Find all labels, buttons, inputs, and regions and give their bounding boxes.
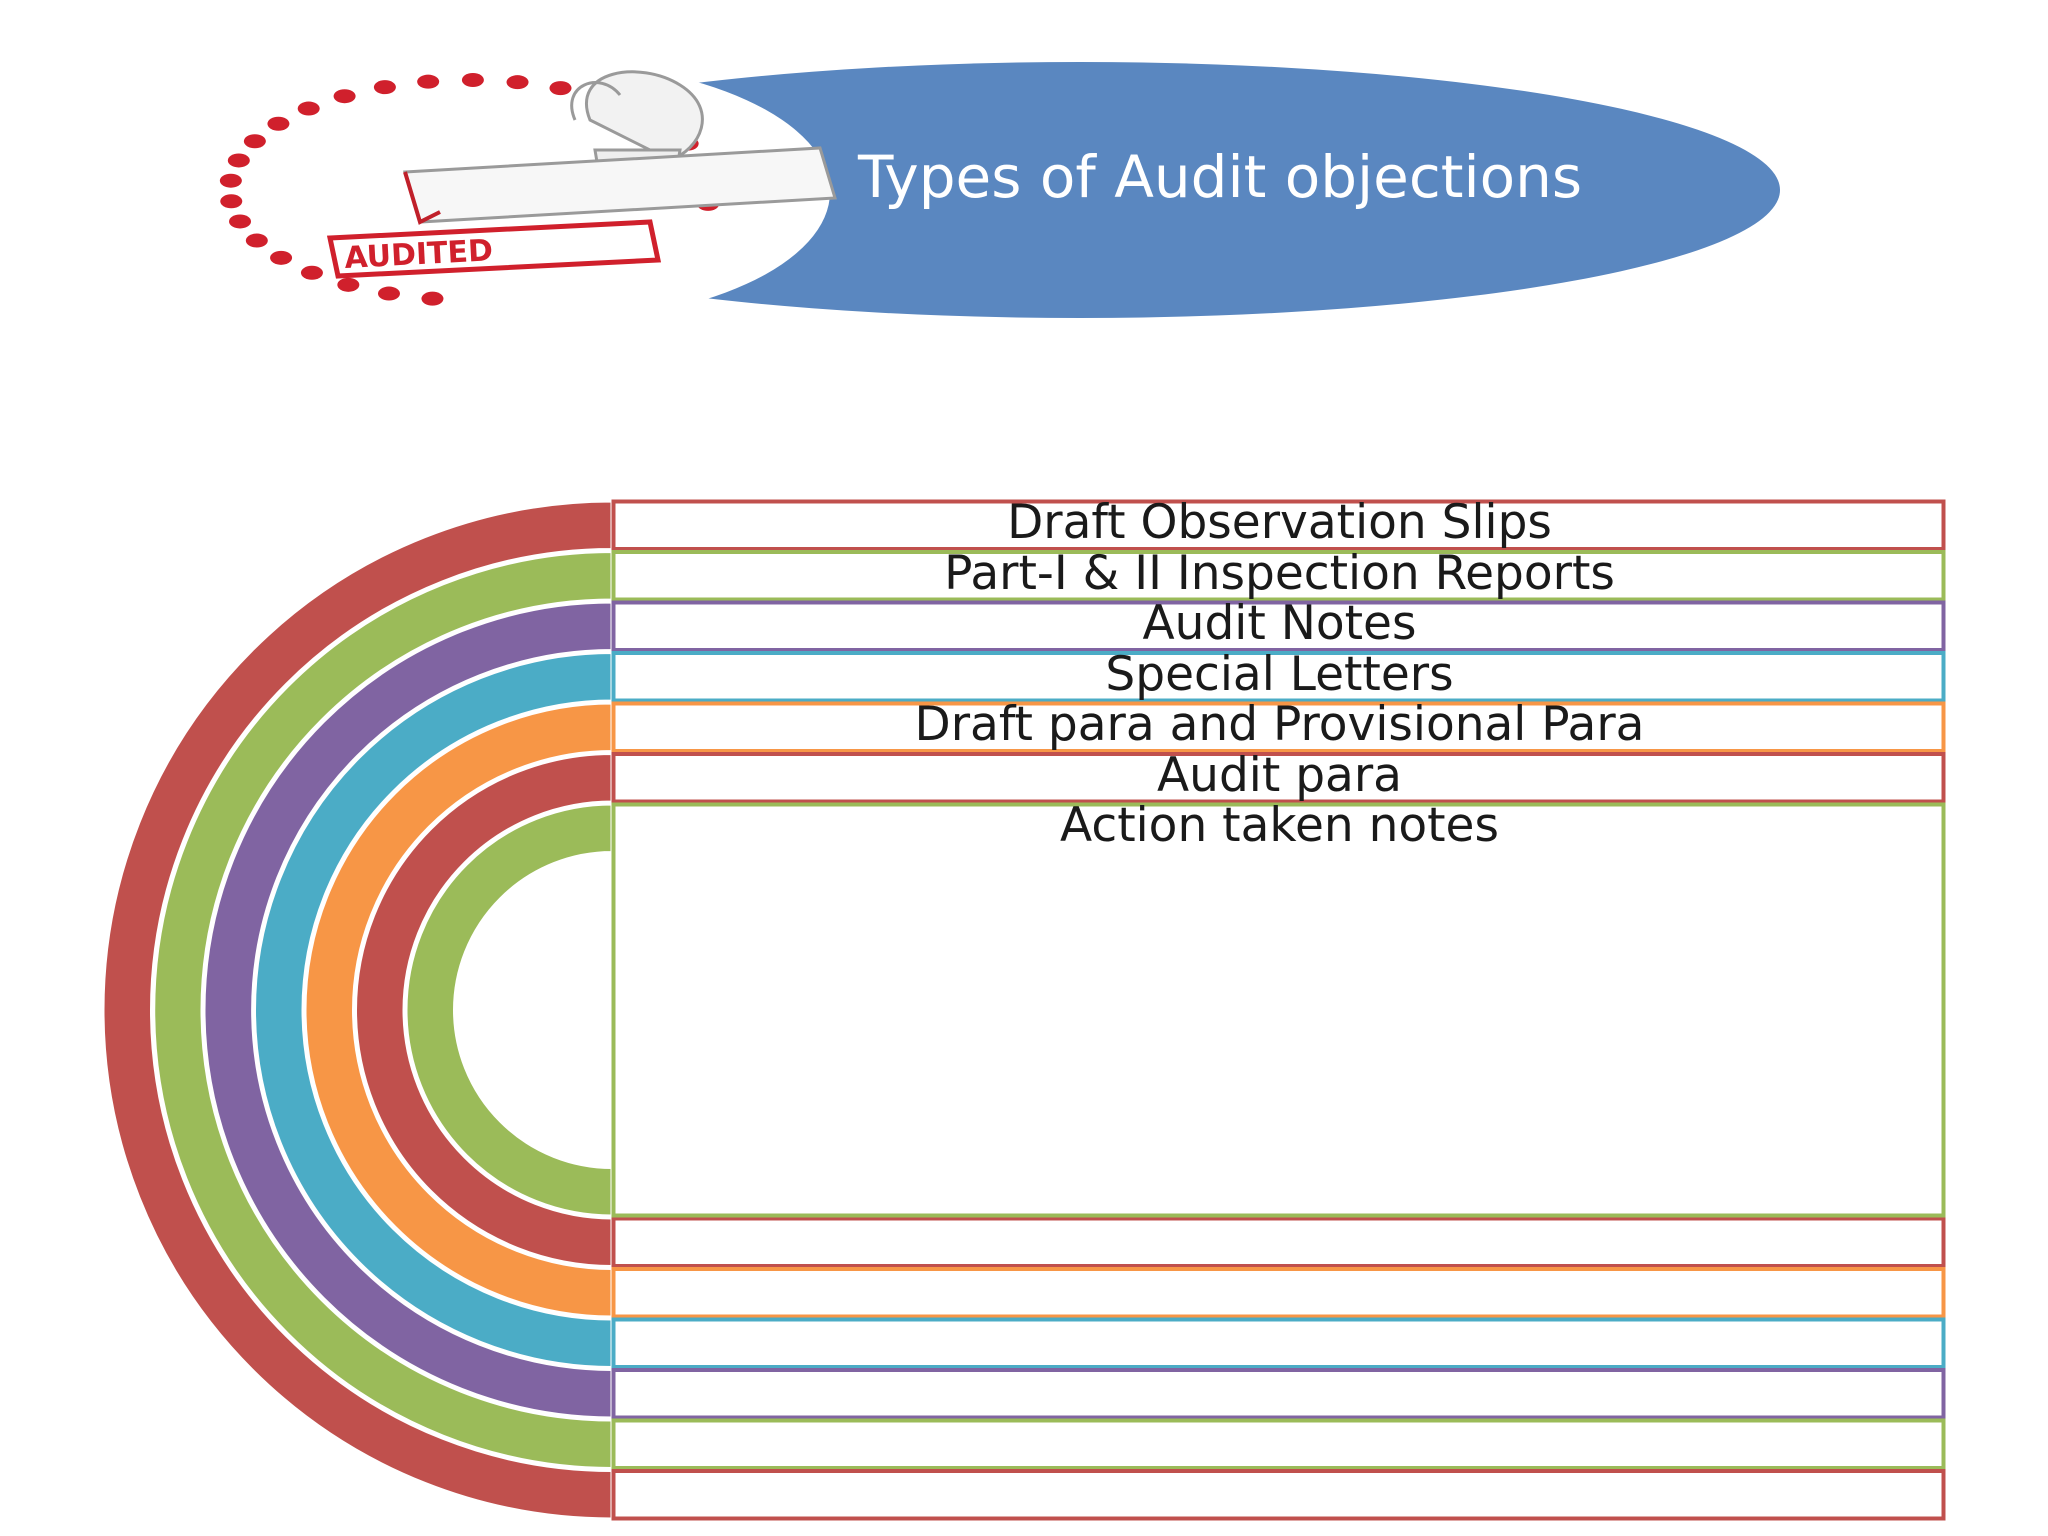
item-bar <box>611 651 1946 703</box>
stamp-dot <box>243 134 266 149</box>
arc-band <box>101 499 614 1521</box>
stamp-dot <box>270 250 293 265</box>
item-bar <box>611 752 1946 804</box>
stamp-dot <box>300 265 323 280</box>
stamp-text: AUDITED <box>344 233 494 276</box>
stamp-dot <box>227 153 250 168</box>
item-label: Audit para <box>1157 747 1402 803</box>
item-bar <box>611 1418 1946 1470</box>
item-label: Special Letters <box>1105 646 1454 702</box>
item-label: Audit Notes <box>1142 596 1417 652</box>
item-bar <box>611 1216 1946 1268</box>
stamp-dot <box>220 194 243 209</box>
arc-band <box>354 751 614 1269</box>
stamp-dot <box>229 214 252 229</box>
stamp-dot <box>337 277 360 292</box>
stamp-dot <box>421 291 444 306</box>
arc-band <box>253 650 614 1370</box>
arc-band <box>404 802 614 1218</box>
item-bar <box>611 1317 1946 1369</box>
item-label: Draft Observation Slips <box>1007 495 1552 551</box>
arc-band <box>152 549 614 1471</box>
item-bar <box>611 550 1946 602</box>
stamp-dot <box>461 73 484 88</box>
stamp-dot <box>267 116 290 131</box>
item-bar <box>611 1368 1946 1420</box>
stamp-dot <box>506 75 529 90</box>
item-bar <box>611 1469 1946 1521</box>
item-bar <box>611 499 1946 551</box>
stamp-dot <box>377 286 400 301</box>
stamp-dot <box>549 81 572 96</box>
arc-bands <box>101 499 614 1521</box>
item-label: Action taken notes <box>1060 798 1499 854</box>
item-bar <box>611 1267 1946 1319</box>
stamp-dot <box>297 101 320 116</box>
item-label: Part-I & II Inspection Reports <box>944 545 1615 601</box>
item-bar <box>611 701 1946 753</box>
audited-stamp-logo: AUDITED <box>219 62 837 322</box>
item-bar <box>611 600 1946 652</box>
item-bars <box>611 499 1946 1521</box>
stamp-dot <box>373 80 396 95</box>
stamp-dot <box>245 233 268 248</box>
item-bar <box>611 802 1946 1218</box>
diagram-title: Types of Audit objections <box>858 143 1583 211</box>
stamp-dot <box>333 89 356 104</box>
arc-band <box>202 600 614 1420</box>
item-label: Draft para and Provisional Para <box>914 697 1645 753</box>
arc-band <box>303 701 614 1319</box>
stamp-dot <box>219 173 242 188</box>
stamp-dot <box>417 74 440 89</box>
